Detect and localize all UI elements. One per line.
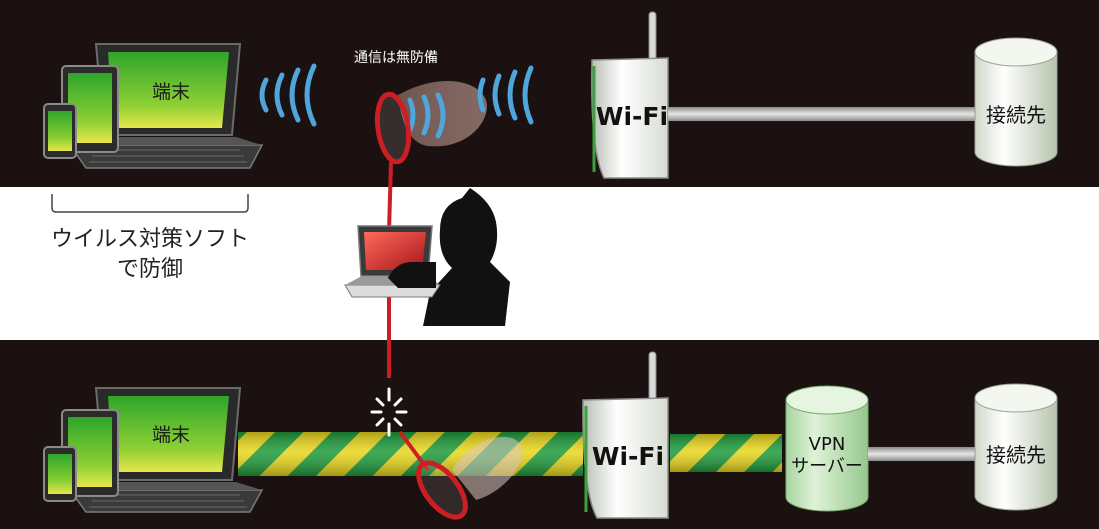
tablet-icon (61, 409, 119, 497)
hacker-icon (344, 188, 510, 326)
vpn-server-label-line2: サーバー (791, 456, 863, 477)
butterfly-net-icon (398, 430, 468, 520)
device-bracket (51, 194, 249, 213)
top-router-label: Wi-Fi (596, 102, 668, 131)
intercepted-signal-icon (407, 92, 446, 139)
phone-icon (43, 103, 77, 159)
bottom-connection-pipe (868, 447, 978, 461)
break-spark-icon (370, 387, 408, 437)
warning-label: 通信は無防備 (354, 50, 438, 66)
vpn-tunnel-icon (238, 432, 782, 476)
database-icon (974, 383, 1058, 511)
wifi-signal-icon (259, 63, 317, 127)
top-destination-label: 接続先 (986, 103, 1046, 127)
butterfly-net-icon (374, 91, 412, 233)
wifi-router-icon (591, 11, 669, 179)
phone-icon (43, 446, 77, 502)
antivirus-note-line2: で防御 (117, 257, 183, 282)
bottom-destination-label: 接続先 (986, 443, 1046, 467)
top-device-label: 端末 (152, 81, 190, 103)
wifi-signal-icon (477, 65, 534, 125)
vpn-server-label-line1: VPN (809, 434, 846, 455)
bottom-device-label: 端末 (152, 424, 190, 446)
blocked-intercept-cone (452, 436, 523, 500)
bottom-router-label: Wi-Fi (592, 442, 664, 471)
wifi-router-icon (582, 351, 669, 519)
top-connection-pipe (668, 107, 978, 121)
vpn-server-database-icon (785, 385, 869, 512)
database-icon (974, 37, 1058, 167)
antivirus-note-line1: ウイルス対策ソフト (51, 227, 249, 252)
